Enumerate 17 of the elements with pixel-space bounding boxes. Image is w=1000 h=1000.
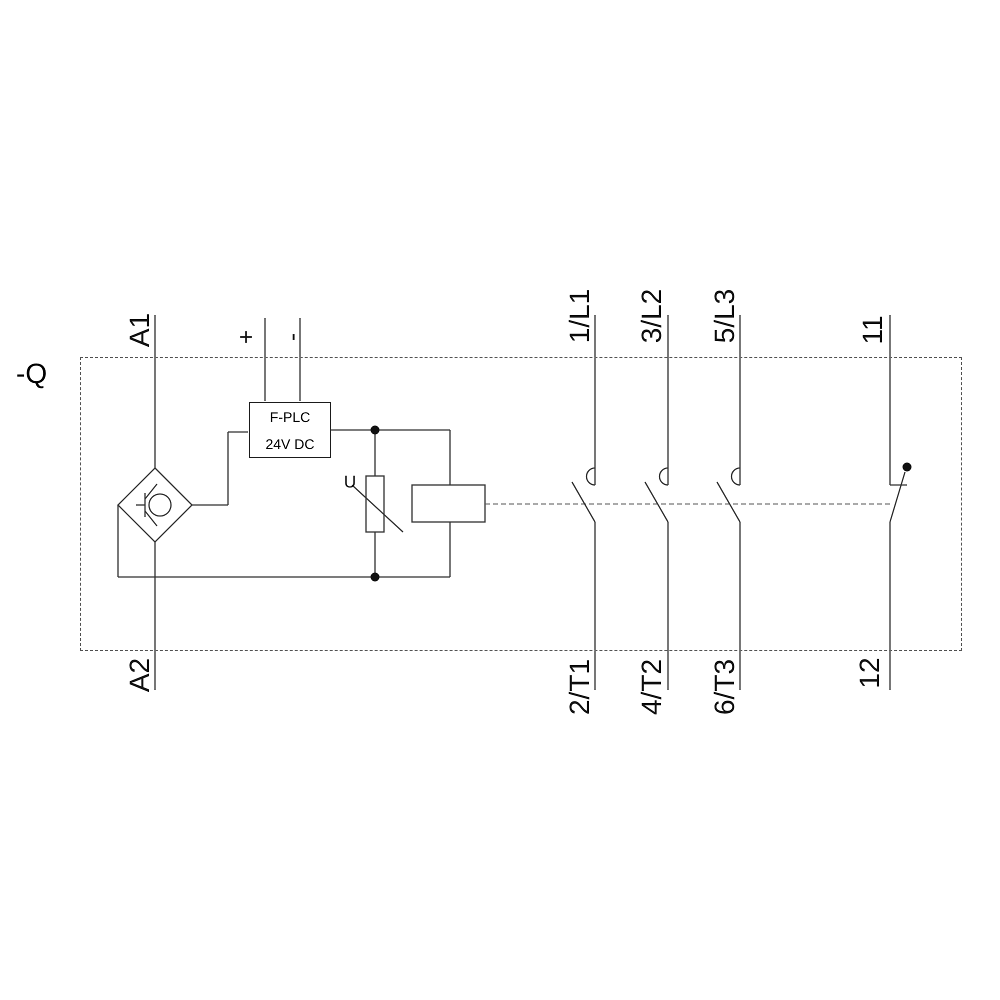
terminal-label: A1 — [126, 312, 154, 348]
terminal-label: 2/T1 — [566, 658, 594, 716]
terminal-label: 12 — [856, 657, 884, 689]
terminal-label: 4/T2 — [638, 658, 666, 716]
terminal-label: 3/L2 — [638, 288, 666, 344]
voltage-symbol-label: U — [344, 474, 356, 490]
terminal-label: 11 — [859, 315, 887, 345]
polarity-sign: + — [235, 330, 259, 344]
terminal-label: 5/L3 — [711, 288, 739, 344]
polarity-sign: - — [281, 333, 305, 341]
terminal-label: 6/T3 — [711, 658, 739, 716]
terminal-label: 1/L1 — [566, 288, 594, 344]
power-supply-box — [249, 402, 331, 458]
box-rating: 24V DC — [265, 436, 315, 450]
box-title: F-PLC — [270, 410, 310, 424]
terminal-label: A2 — [126, 658, 154, 692]
device-designation: -Q — [16, 360, 48, 388]
